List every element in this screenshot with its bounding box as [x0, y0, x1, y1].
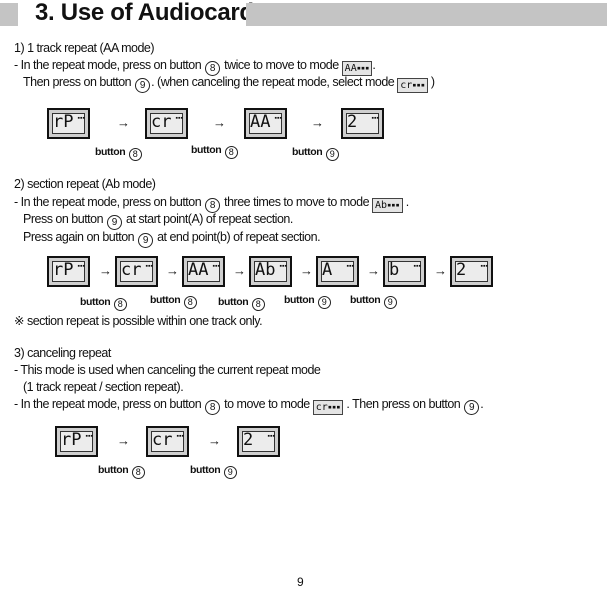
section2-line2: Press on button 9 at start point(A) of r…	[23, 212, 293, 230]
button-label: button 9	[350, 294, 398, 309]
section1-title: 1) 1 track repeat (AA mode)	[14, 41, 155, 55]
lcd-display: 2▪▪▪	[237, 426, 280, 457]
section2-note: ※ section repeat is possible within one …	[14, 314, 263, 328]
section3-line3: - In the repeat mode, press on button 8 …	[14, 397, 484, 415]
mode-icon-cr: cr▪▪▪	[397, 78, 428, 93]
circled-number: 8	[205, 400, 221, 415]
circled-number: 8	[205, 61, 221, 76]
circled-number: 9	[135, 78, 151, 93]
mode-icon-ab: Ab▪▪▪	[372, 198, 403, 213]
button-label: button 8	[150, 294, 198, 309]
lcd-display: b▪▪▪	[383, 256, 426, 287]
arrow-right-icon: →	[233, 263, 246, 278]
section2-line3: Press again on button 9 at end point(b) …	[23, 230, 321, 248]
circled-number: 9	[107, 215, 123, 230]
button-label: button 8	[95, 146, 143, 161]
section2-title: 2) section repeat (Ab mode)	[14, 177, 156, 191]
circled-number: 9	[464, 400, 480, 415]
lcd-display: cr▪▪▪	[145, 108, 188, 139]
arrow-right-icon: →	[99, 263, 112, 278]
button-label: button 8	[80, 296, 128, 311]
section2-line1: - In the repeat mode, press on button 8 …	[14, 195, 409, 213]
button-label: button 8	[218, 296, 266, 311]
mode-icon-aa: AA▪▪▪	[341, 61, 373, 76]
section3-line2: (1 track repeat / section repeat).	[23, 380, 184, 394]
lcd-display: 2▪▪▪	[341, 108, 384, 139]
arrow-right-icon: →	[434, 263, 447, 278]
lcd-display: rP▪▪▪	[47, 108, 90, 139]
header-bar: 3. Use of Audiocard	[0, 0, 607, 26]
section3-title: 3) canceling repeat	[14, 346, 111, 360]
arrow-right-icon: →	[213, 115, 226, 130]
arrow-right-icon: →	[208, 433, 221, 448]
lcd-display: rP▪▪▪	[55, 426, 98, 457]
lcd-display: rP▪▪▪	[47, 256, 90, 287]
button-label: button 8	[98, 464, 146, 479]
page-title: 3. Use of Audiocard	[35, 0, 254, 26]
circled-number: 9	[138, 233, 154, 248]
lcd-display: Ab▪▪▪	[249, 256, 292, 287]
arrow-right-icon: →	[300, 263, 313, 278]
arrow-right-icon: →	[117, 115, 130, 130]
section3-line1: - This mode is used when canceling the c…	[14, 363, 321, 377]
mode-icon-cr: cr▪▪▪	[312, 400, 344, 415]
arrow-right-icon: →	[166, 263, 179, 278]
lcd-display: 2▪▪▪	[450, 256, 493, 287]
arrow-right-icon: →	[117, 433, 130, 448]
circled-number: 8	[205, 198, 221, 213]
button-label: button 9	[190, 464, 238, 479]
header-left-block	[0, 3, 18, 26]
section1-line1: - In the repeat mode, press on button 8 …	[14, 58, 376, 76]
lcd-display: cr▪▪▪	[146, 426, 189, 457]
header-right-bar	[246, 3, 607, 26]
lcd-display: cr▪▪▪	[115, 256, 158, 287]
page-number: 9	[297, 575, 304, 589]
button-label: button 9	[292, 146, 340, 161]
button-label: button 9	[284, 294, 332, 309]
arrow-right-icon: →	[367, 263, 380, 278]
arrow-right-icon: →	[311, 115, 324, 130]
lcd-display: A▪▪▪	[316, 256, 359, 287]
lcd-display: AA▪▪▪	[244, 108, 287, 139]
button-label: button 8	[191, 144, 239, 159]
lcd-display: AA▪▪▪	[182, 256, 225, 287]
section1-line2: Then press on button 9. (when canceling …	[23, 75, 435, 93]
